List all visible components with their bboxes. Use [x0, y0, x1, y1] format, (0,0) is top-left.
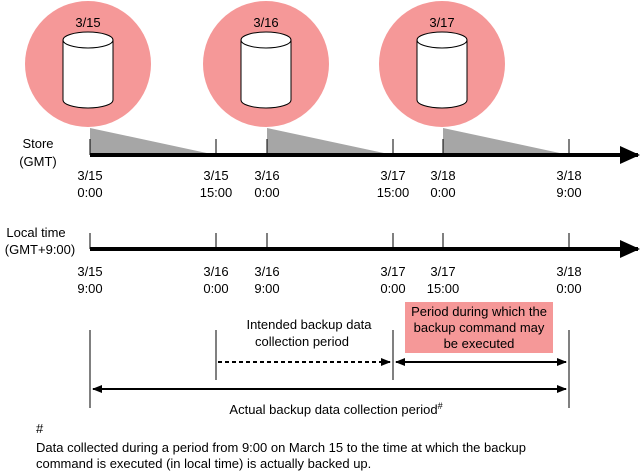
local-axis-sublabel: (GMT+9:00) — [5, 242, 75, 257]
execution-period-label: Period during which the — [411, 304, 547, 319]
local-tick-date: 3/15 — [77, 264, 102, 279]
store-ticks — [89, 139, 570, 155]
store-tick-time: 15:00 — [200, 185, 233, 200]
local-tick-date: 3/16 — [254, 264, 279, 279]
local-tick-date: 3/16 — [203, 264, 228, 279]
execution-period-highlight — [405, 302, 553, 353]
local-tick-time: 0:00 — [203, 281, 228, 296]
database-icon — [62, 31, 114, 109]
store-tick-date: 3/18 — [556, 168, 581, 183]
data-wedge-3-16 — [267, 128, 393, 155]
store-tick-date: 3/15 — [77, 168, 102, 183]
store-day-3-15: 3/15 — [25, 1, 151, 127]
store-tick-time: 9:00 — [556, 185, 581, 200]
local-tick-time: 0:00 — [380, 281, 405, 296]
store-tick-date: 3/15 — [203, 168, 228, 183]
store-tick-labels: 3/15 0:00 3/15 15:00 3/16 0:00 3/17 15:0… — [77, 168, 581, 200]
local-tick-time: 9:00 — [77, 281, 102, 296]
database-icon — [416, 31, 468, 109]
footnote-mark: # — [438, 401, 443, 411]
local-tick-time: 9:00 — [254, 281, 279, 296]
store-tick-time: 0:00 — [77, 185, 102, 200]
local-tick-date: 3/18 — [556, 264, 581, 279]
local-axis-label: Local time — [6, 225, 65, 240]
execution-period-label-2: backup command may — [414, 320, 545, 335]
local-tick-time: 15:00 — [427, 281, 460, 296]
actual-period-label: Actual backup data collection period# — [229, 401, 442, 417]
footnote-text-2: command is executed (in local time) is a… — [36, 456, 372, 471]
local-tick-labels: 3/15 9:00 3/16 0:00 3/16 9:00 3/17 0:00 … — [77, 264, 581, 296]
local-tick-date: 3/17 — [430, 264, 455, 279]
store-axis-label: Store — [22, 136, 53, 151]
store-tick-time: 0:00 — [430, 185, 455, 200]
local-tick-date: 3/17 — [380, 264, 405, 279]
period-guides — [89, 330, 570, 408]
execution-period-label-3: be executed — [444, 336, 515, 351]
intended-period-label: Intended backup data — [246, 317, 372, 332]
local-axis-arrowhead — [620, 240, 640, 258]
footnote-mark-line: # — [36, 421, 44, 436]
data-wedge-3-17 — [443, 128, 569, 155]
store-day-3-16: 3/16 — [203, 1, 329, 127]
store-axis-arrowhead — [620, 146, 640, 164]
store-axis-sublabel: (GMT) — [19, 154, 57, 169]
database-icon — [240, 31, 292, 109]
local-ticks — [89, 233, 570, 249]
store-date-label: 3/15 — [75, 15, 100, 30]
store-date-label: 3/17 — [429, 15, 454, 30]
local-tick-time: 0:00 — [556, 281, 581, 296]
store-tick-date: 3/18 — [430, 168, 455, 183]
intended-period-sublabel: collection period — [255, 334, 349, 349]
store-date-label: 3/16 — [253, 15, 278, 30]
store-tick-date: 3/17 — [380, 168, 405, 183]
store-tick-time: 0:00 — [254, 185, 279, 200]
store-day-3-17: 3/17 — [379, 1, 505, 127]
data-wedge-3-15 — [90, 128, 216, 155]
store-tick-time: 15:00 — [377, 185, 410, 200]
footnote-text: Data collected during a period from 9:00… — [36, 440, 526, 455]
store-tick-date: 3/16 — [254, 168, 279, 183]
